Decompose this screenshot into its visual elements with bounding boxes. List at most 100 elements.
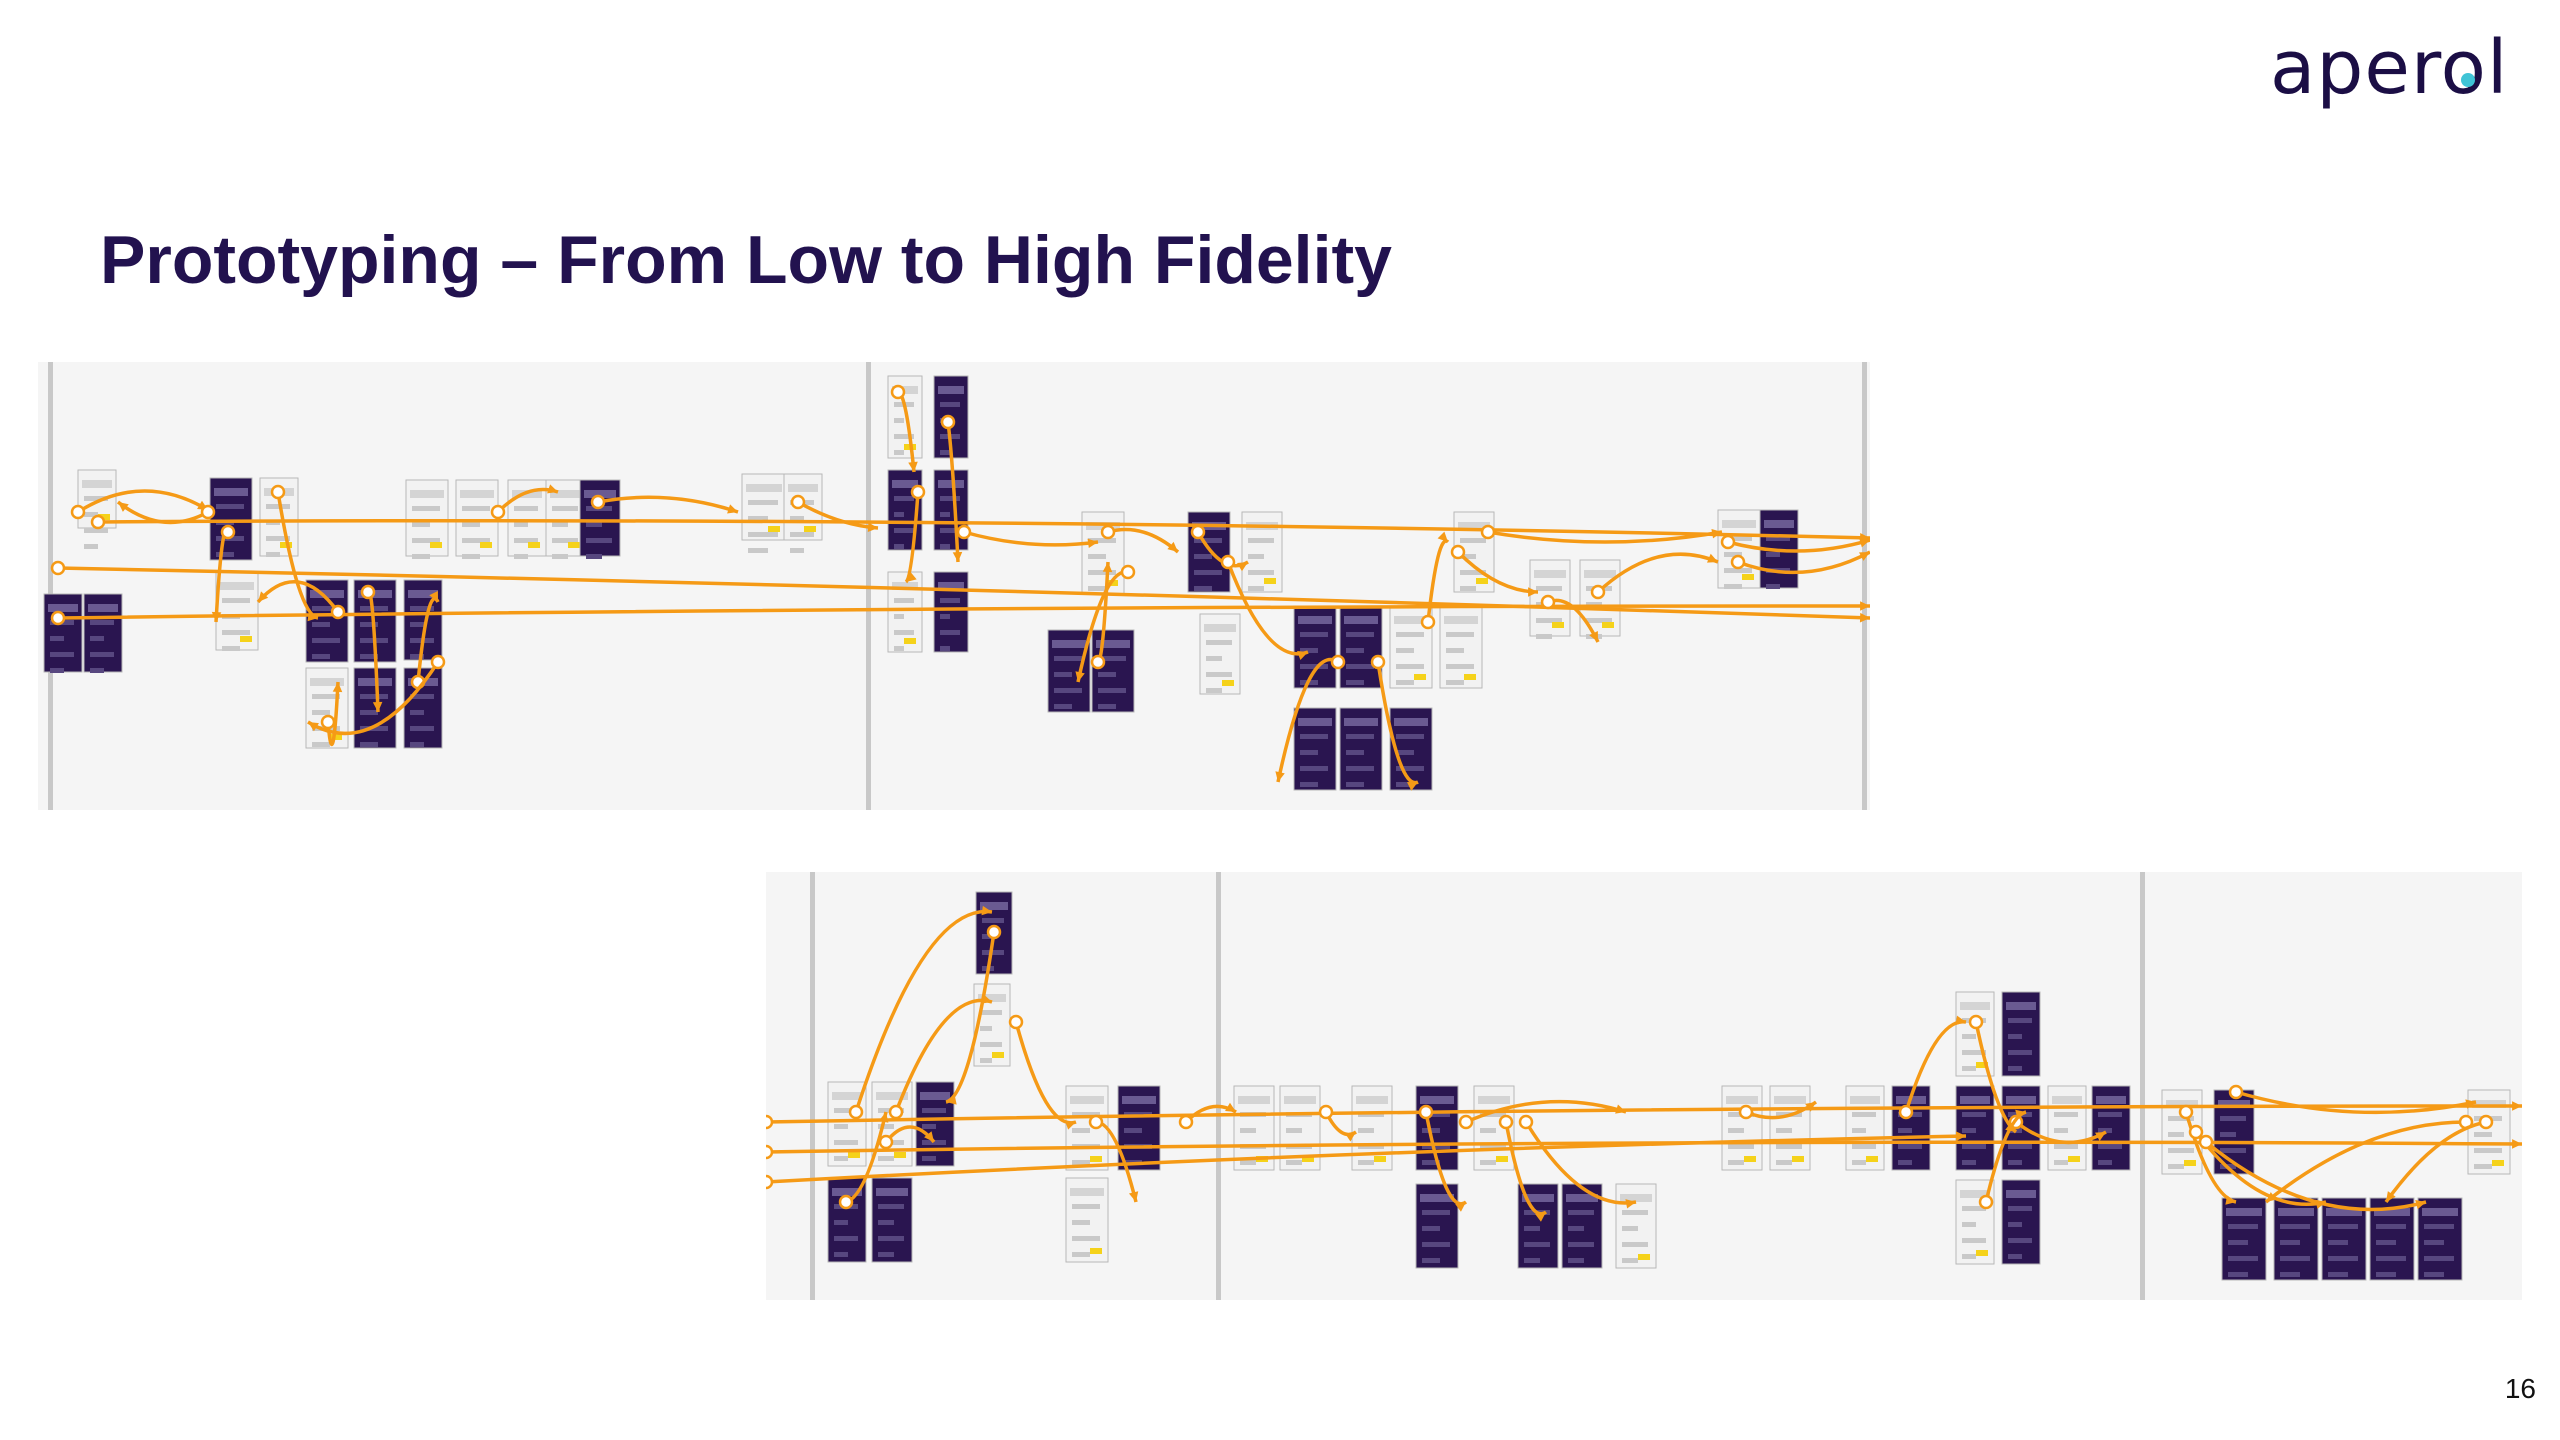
screen-content-line	[412, 554, 430, 559]
screen-content-line	[90, 620, 114, 625]
screen-content-line	[2054, 1112, 2078, 1117]
flow-arrowhead	[1859, 612, 1870, 623]
screen-content-line	[2376, 1240, 2396, 1245]
screen-content-line	[312, 606, 340, 611]
screen-content-line	[922, 1124, 936, 1129]
screen-content-line	[2474, 1132, 2492, 1137]
screen-header	[1850, 1096, 1880, 1104]
screen-content-line	[980, 1026, 992, 1031]
flow-connector	[2264, 1120, 2467, 1204]
screen-content-line	[586, 522, 602, 527]
screen-content-line	[1300, 648, 1318, 653]
screen-button	[1476, 578, 1488, 584]
screen-content-line	[1248, 538, 1274, 543]
flow-arrowhead	[924, 1131, 934, 1142]
screen-content-line	[1622, 1242, 1648, 1247]
screen-content-line	[266, 536, 290, 541]
flow-arrowhead	[1102, 562, 1113, 573]
screen-content-line	[1088, 554, 1106, 559]
screen-content-line	[514, 522, 528, 527]
screen-content-line	[940, 512, 950, 517]
screen-header	[892, 582, 918, 590]
screen-content-line	[84, 528, 108, 533]
screen-content-line	[410, 726, 434, 731]
screen-content-line	[1072, 1128, 1090, 1133]
hotspot-marker	[986, 924, 1002, 940]
screen-content-line	[50, 668, 64, 673]
screen-header	[88, 604, 118, 612]
screen-content-line	[552, 522, 568, 527]
hotspot-marker	[90, 514, 106, 530]
screen-content-line	[84, 512, 98, 517]
screen-header	[920, 1092, 950, 1100]
screen-content-line	[412, 506, 440, 511]
screen-button	[1264, 578, 1276, 584]
flow-connector	[57, 566, 1870, 620]
flow-arrowhead	[2386, 1191, 2396, 1202]
screen-header	[876, 1092, 908, 1100]
flow-connector	[2384, 1120, 2487, 1204]
screen-content-line	[462, 554, 480, 559]
screen-header	[2374, 1208, 2410, 1216]
screen-content-line	[2424, 1240, 2444, 1245]
screen-button	[1414, 674, 1426, 680]
screen-content-line	[1054, 688, 1082, 693]
screen-content-line	[834, 1252, 848, 1257]
flow-connector	[2014, 1120, 2107, 1145]
screen-header	[938, 582, 964, 590]
screen-content-line	[1240, 1160, 1256, 1165]
flow-arrowhead	[1455, 1202, 1466, 1212]
location-pin-icon	[2461, 73, 2475, 87]
screen-header	[358, 590, 392, 598]
flow-connector	[97, 518, 1870, 540]
screen-content-line	[2098, 1144, 2122, 1149]
screen-content-line	[2008, 1018, 2032, 1023]
screen-button	[1792, 1156, 1804, 1162]
screen-header	[1420, 1194, 1454, 1202]
screen-button	[768, 526, 780, 532]
screen-content-line	[1460, 586, 1476, 591]
screen-content-line	[834, 1140, 858, 1145]
screen-header	[1960, 1002, 1990, 1010]
hotspot-marker	[1418, 1104, 1434, 1120]
screen-content-line	[894, 614, 904, 619]
screen-content-line	[1286, 1128, 1302, 1133]
screen-content-line	[834, 1220, 848, 1225]
section-divider	[1216, 872, 1221, 1300]
screen-content-line	[1194, 554, 1212, 559]
flow-arrowhead	[1297, 650, 1308, 660]
low-fidelity-prototype-map	[38, 362, 1870, 810]
hotspot-marker	[2478, 1114, 2494, 1130]
flow-connector	[1596, 552, 1719, 594]
hotspot-marker	[430, 654, 446, 670]
screen-content-line	[360, 742, 378, 747]
screen-content-line	[410, 694, 434, 699]
screen-button	[1090, 1248, 1102, 1254]
flow-arrowhead	[1345, 1132, 1356, 1142]
screen-button	[1638, 1254, 1650, 1260]
screen-content-line	[2054, 1160, 2068, 1165]
hotspot-marker	[360, 584, 376, 600]
flow-arrowhead	[429, 591, 438, 602]
flow-connector	[1465, 1099, 1627, 1124]
screen-button	[992, 1052, 1004, 1058]
section-divider	[1862, 362, 1867, 810]
screen-content-line	[1396, 782, 1414, 787]
screen-content-line	[1088, 586, 1106, 591]
screen-content-line	[2168, 1164, 2184, 1169]
screen-header	[460, 490, 494, 498]
flow-arrowhead	[547, 484, 558, 494]
flow-connector	[766, 1134, 1967, 1184]
screen-content-line	[982, 918, 1004, 923]
screen-content-line	[2098, 1112, 2122, 1117]
section-divider	[48, 362, 53, 810]
hotspot-marker	[320, 714, 336, 730]
screen-content-line	[1962, 1128, 1976, 1133]
hotspot-marker	[1738, 1104, 1754, 1120]
screen-content-line	[1300, 664, 1328, 669]
screen-content-line	[1852, 1128, 1866, 1133]
screen-content-line	[360, 654, 378, 659]
hotspot-marker	[270, 484, 286, 500]
hotspot-marker	[1450, 544, 1466, 560]
screen-content-line	[1962, 1160, 1976, 1165]
